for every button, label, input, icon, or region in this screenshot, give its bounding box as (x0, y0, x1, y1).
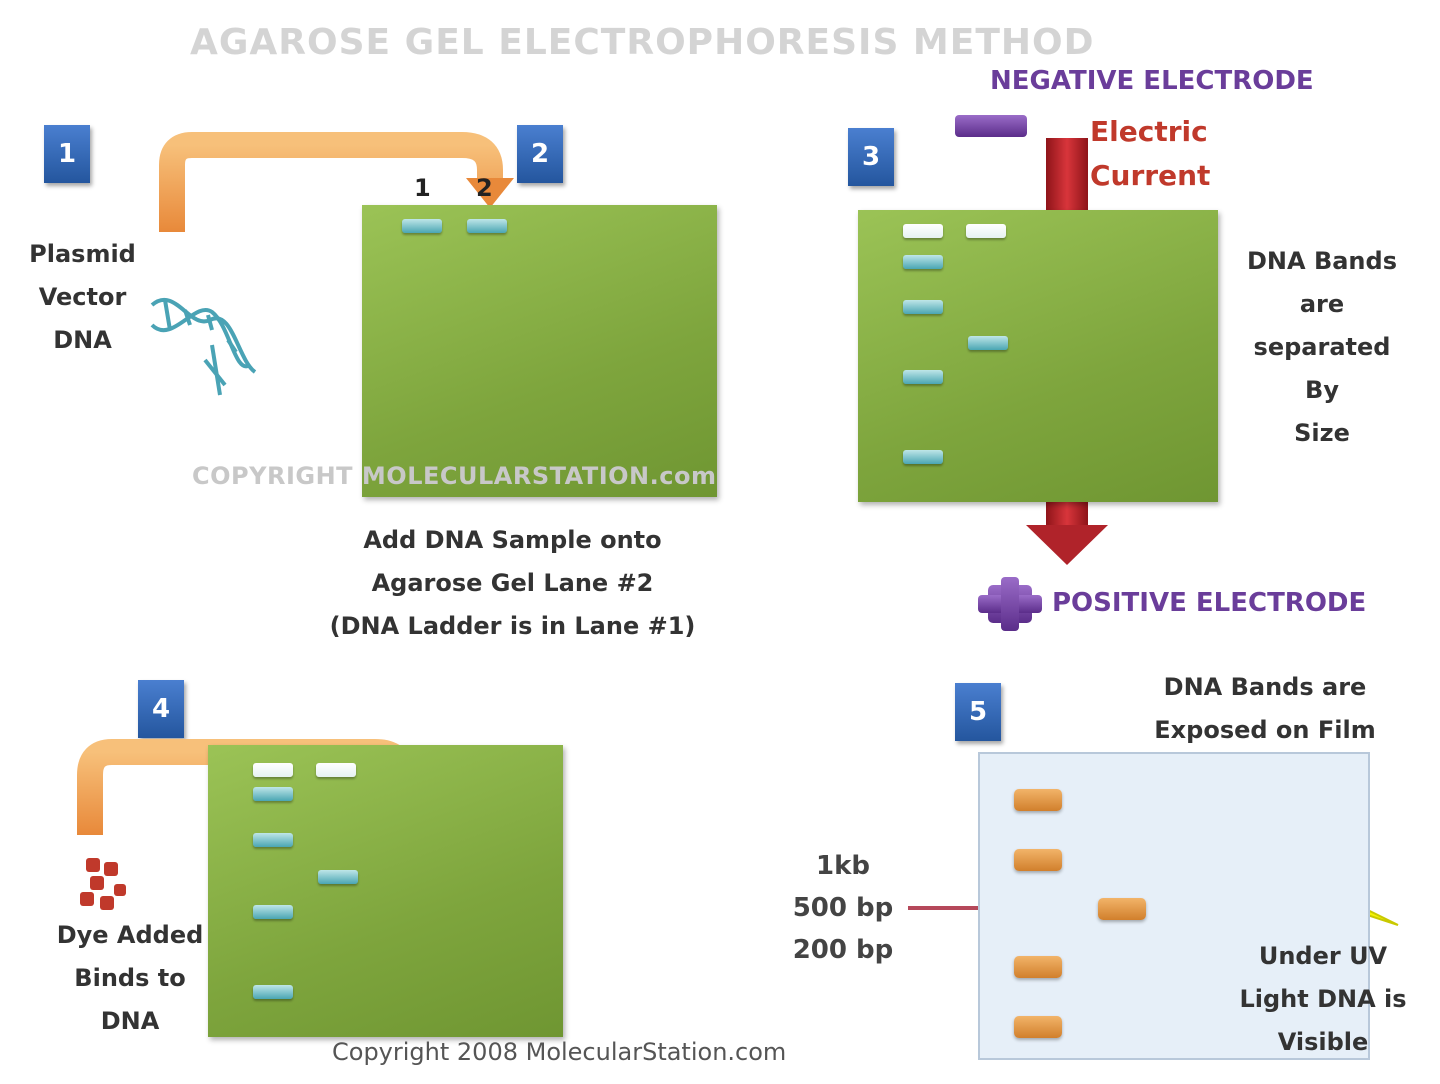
marker-200bp: 200 bp (792, 935, 894, 965)
copyright-watermark: COPYRIGHT MOLECULARSTATION.com (192, 462, 717, 490)
gel-step-4 (208, 745, 563, 1037)
plasmid-label: Plasmid Vector DNA (10, 233, 155, 362)
lane-number-2: 2 (476, 174, 493, 202)
film-ladder-band (1014, 789, 1062, 811)
positive-electrode-icon (978, 577, 1042, 631)
step-1-badge: 1 (44, 125, 90, 183)
electric-current-line-1: Electric (1090, 115, 1208, 148)
plasmid-label-line-2: Vector (38, 283, 127, 311)
gel-step-2 (362, 205, 717, 497)
separation-line-5: Size (1294, 419, 1350, 447)
step-2-caption-line-2: Agarose Gel Lane #2 (371, 569, 654, 597)
well-band-lane-1 (253, 763, 293, 777)
step-4-badge: 4 (138, 680, 184, 738)
dyed-ladder-band (253, 833, 293, 847)
dyed-sample-band (318, 870, 358, 884)
negative-electrode-label: NEGATIVE ELECTRODE (990, 66, 1314, 96)
film-header-line-1: DNA Bands are (1163, 673, 1367, 701)
ladder-well-band (402, 219, 442, 233)
separation-line-2: are (1299, 290, 1345, 318)
electric-current-line-2: Current (1090, 159, 1211, 192)
step-3-badge: 3 (848, 128, 894, 186)
plasmid-label-line-3: DNA (53, 326, 112, 354)
ladder-band (903, 450, 943, 464)
uv-label-line-2: Light DNA is (1239, 985, 1407, 1013)
dye-molecule-icon (80, 858, 126, 910)
dyed-ladder-band (253, 985, 293, 999)
separation-line-3: separated (1253, 333, 1391, 361)
dyed-ladder-band (253, 905, 293, 919)
step-2-caption-line-3: (DNA Ladder is in Lane #1) (329, 612, 696, 640)
well-band-lane-1 (903, 224, 943, 238)
electric-current-label: Electric Current (1090, 110, 1210, 198)
marker-500bp: 500 bp (792, 893, 894, 923)
footer-copyright: Copyright 2008 MolecularStation.com (332, 1038, 787, 1066)
film-panel (978, 752, 1370, 1060)
film-header-line-2: Exposed on Film (1154, 716, 1376, 744)
gel-step-3 (858, 210, 1218, 502)
lane-number-1: 1 (414, 174, 431, 202)
film-header: DNA Bands are Exposed on Film (1120, 666, 1410, 752)
page-title: AGAROSE GEL ELECTROPHORESIS METHOD (190, 22, 1095, 63)
negative-electrode-icon (955, 115, 1027, 137)
marker-labels: 1kb 500 bp 200 bp (778, 845, 908, 971)
film-ladder-band (1014, 1016, 1062, 1038)
dye-label: Dye Added Binds to DNA (40, 914, 220, 1043)
dna-helix-icon (150, 297, 257, 396)
positive-electrode-label: POSITIVE ELECTRODE (1052, 588, 1367, 618)
step-2-caption: Add DNA Sample onto Agarose Gel Lane #2 … (300, 519, 725, 648)
step-2-badge: 2 (517, 125, 563, 183)
ladder-band (903, 370, 943, 384)
separation-label: DNA Bands are separated By Size (1232, 240, 1412, 455)
uv-label-line-3: Visible (1277, 1028, 1369, 1056)
dye-label-line-1: Dye Added (56, 921, 204, 949)
plasmid-label-line-1: Plasmid (29, 240, 136, 268)
well-band-lane-2 (966, 224, 1006, 238)
sample-band (968, 336, 1008, 350)
ladder-band (903, 300, 943, 314)
separation-line-1: DNA Bands (1247, 247, 1397, 275)
marker-1kb: 1kb (816, 851, 870, 881)
dye-label-line-2: Binds to (74, 964, 186, 992)
uv-label: Under UV Light DNA is Visible (1228, 935, 1418, 1064)
film-ladder-band (1014, 956, 1062, 978)
dyed-ladder-band (253, 787, 293, 801)
well-band-lane-2 (316, 763, 356, 777)
sample-well-band (467, 219, 507, 233)
separation-line-4: By (1305, 376, 1339, 404)
step-2-caption-line-1: Add DNA Sample onto (363, 526, 662, 554)
uv-label-line-1: Under UV (1258, 942, 1388, 970)
ladder-band (903, 255, 943, 269)
film-sample-band (1098, 898, 1146, 920)
transfer-arrow-icon (159, 132, 514, 232)
film-ladder-band (1014, 849, 1062, 871)
step-5-badge: 5 (955, 683, 1001, 741)
dye-label-line-3: DNA (100, 1007, 160, 1035)
